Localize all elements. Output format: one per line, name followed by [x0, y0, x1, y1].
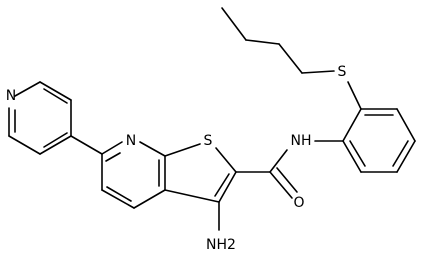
bond	[221, 7, 247, 41]
bond	[43, 88, 68, 104]
fused-thiophene-ring	[164, 143, 237, 203]
bond	[215, 147, 237, 173]
bond	[342, 140, 362, 173]
bond	[8, 135, 41, 155]
bond	[164, 189, 220, 203]
ring-nitrogen-label: N	[126, 133, 136, 149]
bond	[396, 140, 416, 173]
bond	[106, 186, 132, 202]
bond	[39, 135, 72, 155]
bond	[43, 132, 68, 148]
bond	[269, 171, 293, 199]
bond	[101, 189, 135, 209]
bond	[133, 189, 166, 209]
bond	[245, 39, 280, 45]
butylsulfanyl-chain	[221, 7, 362, 110]
bond	[396, 108, 416, 142]
fused-pyridine-ring	[101, 141, 166, 209]
bond	[70, 135, 103, 155]
bond	[214, 173, 230, 197]
carbonyl-oxygen-label: O	[293, 195, 304, 211]
bond	[349, 140, 366, 167]
thioether-sulfur-label: S	[338, 64, 347, 80]
bond	[39, 81, 72, 101]
benzene-ring	[342, 108, 416, 173]
bond	[101, 141, 123, 155]
bond	[276, 167, 298, 193]
bond	[269, 149, 288, 173]
bond	[342, 108, 362, 142]
bond	[278, 43, 303, 74]
thiophene-sulfur-label: S	[204, 133, 213, 149]
bond	[347, 81, 362, 110]
bond	[392, 140, 409, 167]
bond	[14, 81, 41, 97]
pyridine-nitrogen-label: N	[6, 88, 16, 104]
pyridine-ring	[8, 81, 72, 155]
bond	[139, 141, 166, 157]
carboxamide	[235, 140, 344, 199]
bond	[105, 152, 121, 162]
bond	[164, 143, 201, 157]
amide-nh-label: NH	[291, 133, 312, 149]
amino-group-label: NH2	[206, 237, 236, 253]
bond	[218, 171, 237, 203]
bond	[301, 70, 335, 74]
